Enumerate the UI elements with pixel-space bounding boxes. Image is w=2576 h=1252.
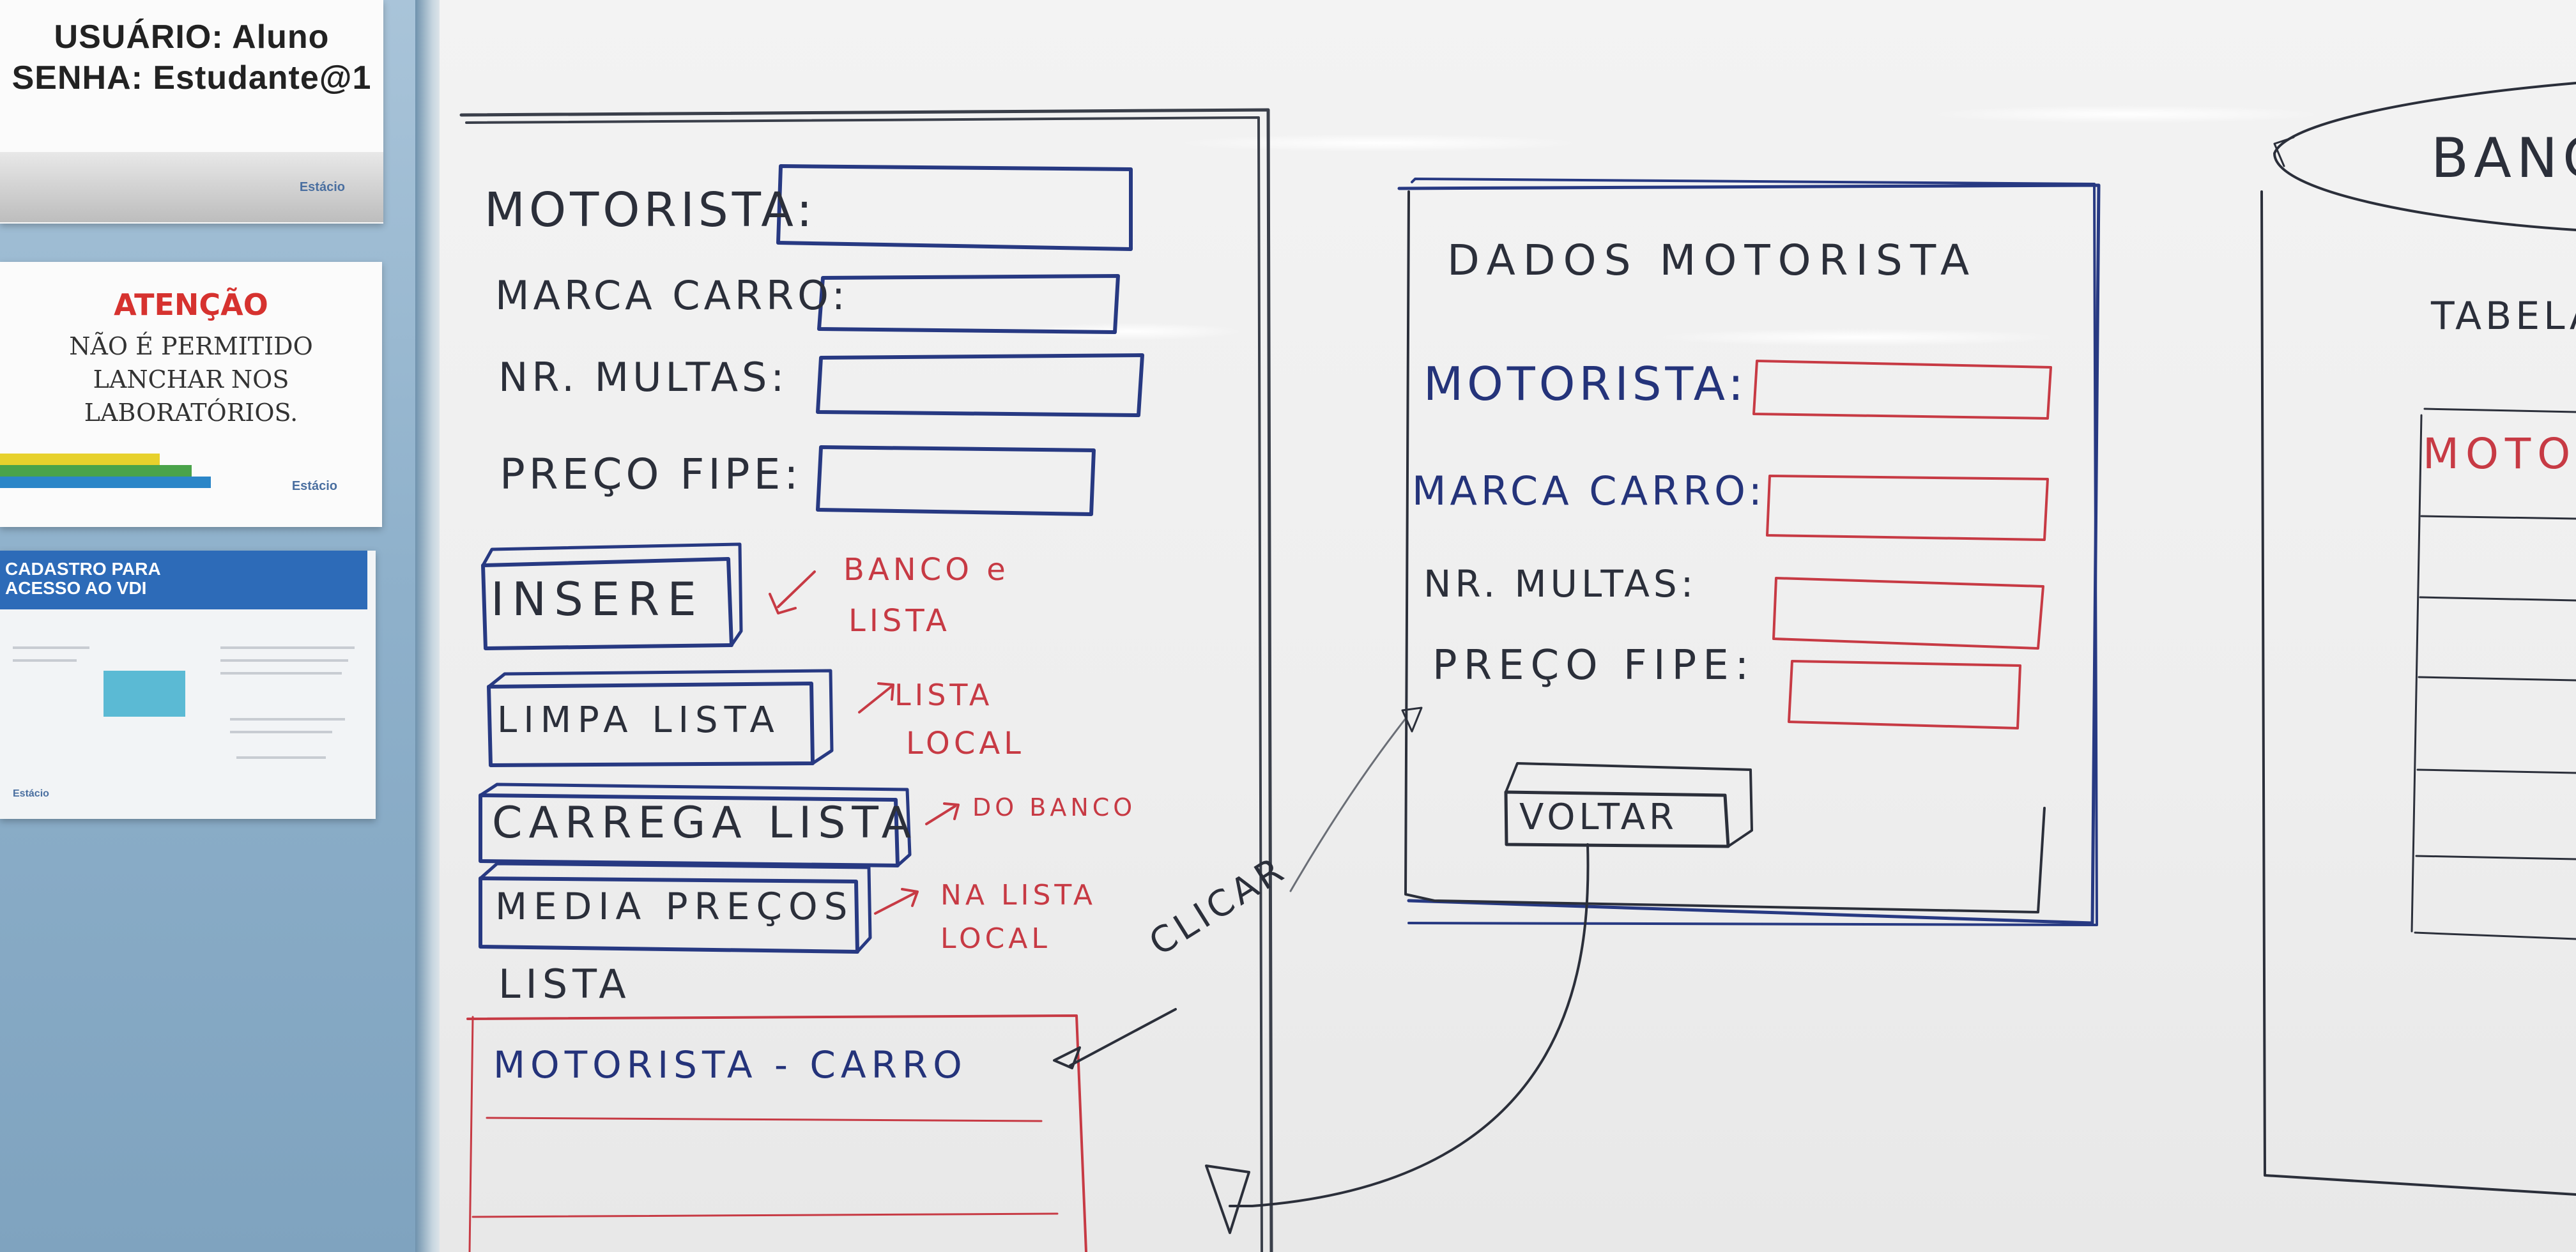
decor-stripe	[0, 477, 211, 488]
vdi-title-line: CADASTRO PARA	[5, 559, 161, 579]
poster-band	[0, 152, 383, 222]
label-marca-carro: MARCA CARRO:	[495, 272, 849, 319]
notice-poster: ATENÇÃO NÃO É PERMITIDO LANCHAR NOS LABO…	[0, 262, 382, 527]
light-glare	[1174, 134, 1583, 152]
note-average-line: LOCAL	[940, 922, 1051, 955]
clear-list-button[interactable]: LIMPA LISTA	[497, 699, 781, 741]
credentials-poster: USUÁRIO: Aluno SENHA: Estudante@1 Estáci…	[0, 0, 383, 224]
detail-label-motorista: MOTORISTA:	[1423, 357, 1748, 411]
whiteboard	[440, 0, 2576, 1252]
detail-label-preco-fipe: PREÇO FIPE:	[1432, 642, 1756, 689]
vdi-fine-print	[220, 672, 342, 675]
label-preco-fipe: PREÇO FIPE:	[500, 450, 802, 499]
vdi-title-line: ACESSO AO VDI	[5, 578, 147, 598]
notice-line: LABORATÓRIOS.	[84, 399, 298, 427]
detail-label-marca-carro: MARCA CARRO:	[1412, 468, 1766, 514]
notice-line: LANCHAR NOS	[93, 365, 289, 393]
vdi-title: CADASTRO PARA ACESSO AO VDI	[0, 551, 367, 609]
vdi-fine-print	[220, 646, 355, 649]
estacio-logo: Estácio	[299, 180, 345, 194]
vdi-fine-print	[230, 718, 345, 721]
insert-button[interactable]: INSERE	[491, 572, 704, 626]
vdi-image	[103, 671, 185, 717]
estacio-logo: Estácio	[291, 479, 337, 493]
decor-stripe	[0, 465, 192, 477]
list-label: LISTA	[498, 961, 631, 1007]
vdi-fine-print	[230, 731, 332, 733]
estacio-logo: Estácio	[13, 788, 49, 799]
light-glare	[1928, 105, 2324, 123]
note-average-line: NA LISTA	[940, 879, 1096, 912]
database-title: BANCO	[2431, 126, 2576, 190]
vdi-fine-print	[220, 659, 348, 662]
user-line: USUÁRIO: Aluno	[54, 19, 330, 56]
note-insert-line: BANCO e	[843, 552, 1009, 588]
note-clear-line: LISTA	[894, 678, 993, 712]
note-clear-line: LOCAL	[906, 726, 1025, 761]
vdi-fine-print	[13, 646, 89, 649]
vdi-fine-print	[236, 756, 326, 759]
light-glare	[1653, 328, 2062, 346]
load-list-button[interactable]: CARREGA LISTA	[492, 798, 918, 848]
note-insert-line: LISTA	[848, 603, 951, 639]
board-frame	[415, 0, 444, 1252]
decor-stripe	[0, 454, 160, 465]
notice-title: ATENÇÃO	[114, 287, 268, 322]
back-button[interactable]: VOLTAR	[1519, 797, 1678, 838]
detail-label-nr-multas: NR. MULTAS:	[1423, 562, 1698, 606]
table-header: MOTOR	[2423, 429, 2576, 478]
label-motorista: MOTORISTA:	[484, 183, 816, 238]
note-load-list: DO BANCO	[972, 793, 1137, 821]
table-label: TABELA	[2431, 294, 2576, 339]
notice-line: NÃO É PERMITIDO	[69, 332, 313, 360]
list-item[interactable]: MOTORISTA - CARRO	[493, 1043, 967, 1087]
detail-title: DADOS MOTORISTA	[1447, 236, 1977, 285]
average-prices-button[interactable]: MEDIA PREÇOS	[495, 885, 854, 928]
password-line: SENHA: Estudante@1	[12, 59, 372, 96]
label-nr-multas: NR. MULTAS:	[498, 354, 788, 401]
vdi-fine-print	[13, 659, 77, 662]
vdi-poster: CADASTRO PARA ACESSO AO VDI Estácio	[0, 551, 376, 819]
